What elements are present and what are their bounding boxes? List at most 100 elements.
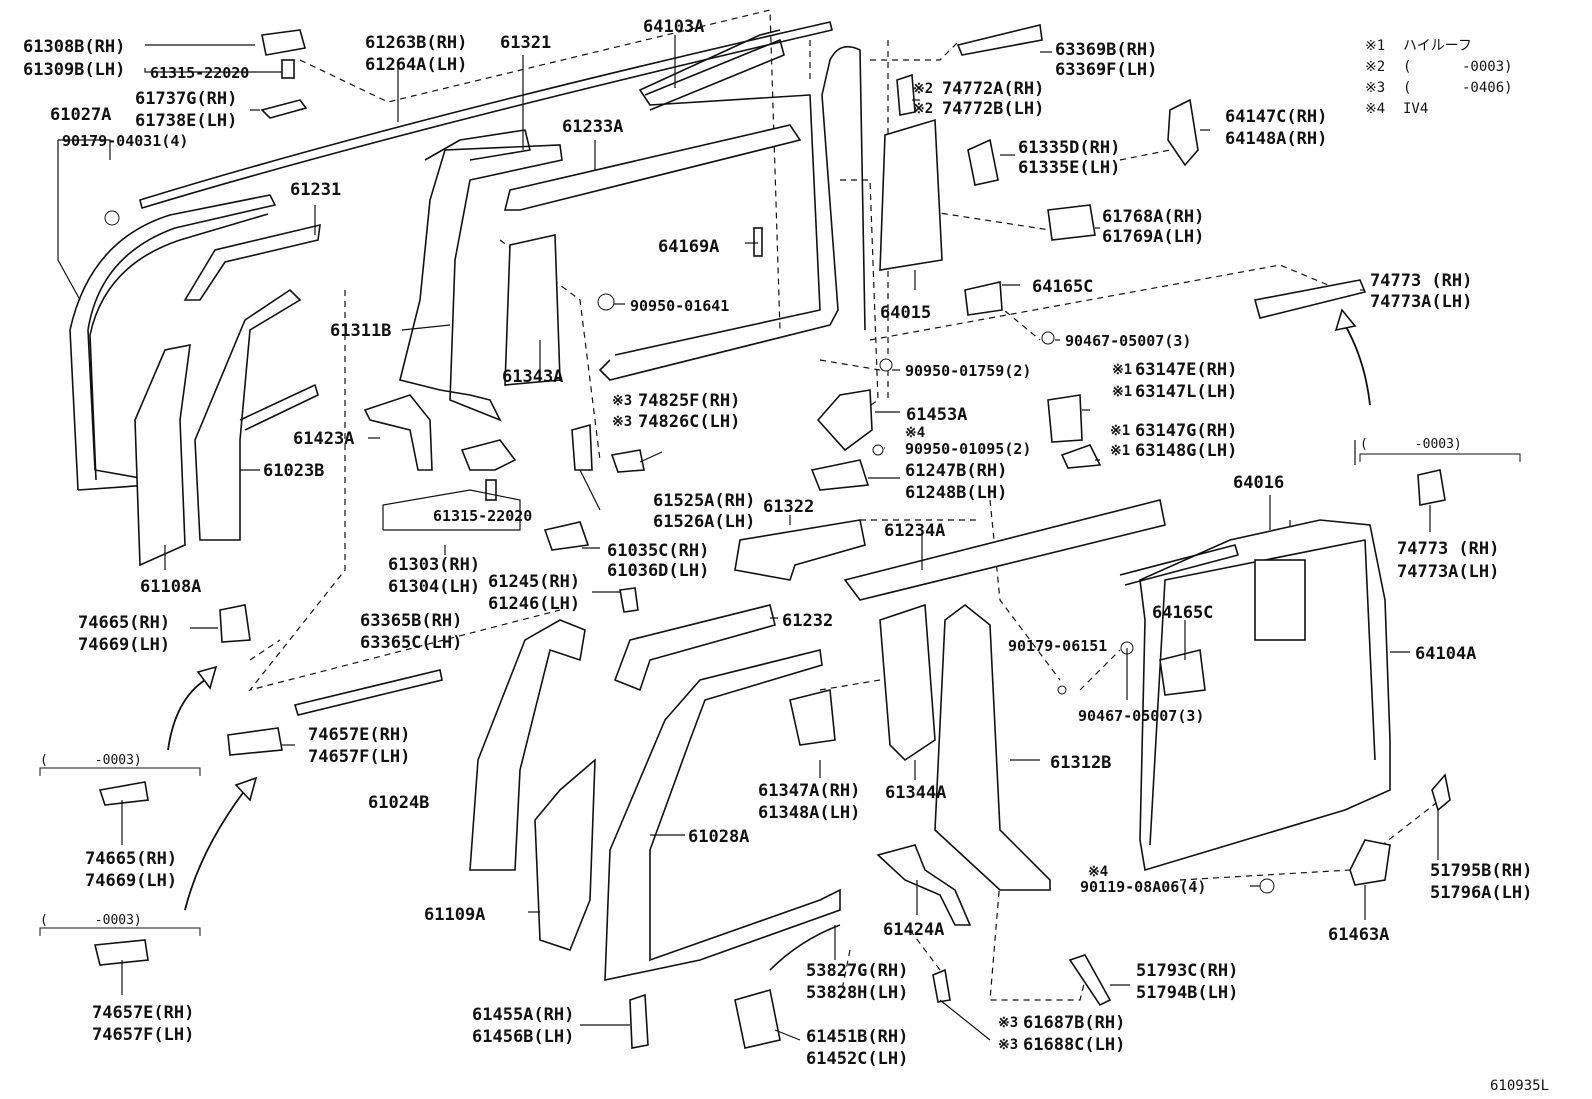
part-61768A bbox=[1047, 204, 1096, 241]
footnote-marker: ※4 bbox=[905, 425, 925, 441]
variant-label: ( -0003) bbox=[40, 913, 142, 928]
part-63147E bbox=[1047, 394, 1083, 443]
variant-bracket-labels: ( -0003) ( -0003) ( -0003) bbox=[40, 437, 1462, 928]
window-64104A bbox=[1254, 559, 1306, 641]
clip-90179-06151 bbox=[1057, 685, 1067, 695]
part-61687B bbox=[932, 968, 951, 1003]
part-label: 90950-01641 bbox=[630, 297, 729, 315]
part-label: 61308B(RH) bbox=[23, 37, 125, 57]
part-61035C bbox=[543, 521, 590, 551]
part-label: 74669(LH) bbox=[78, 635, 170, 655]
part-61423A bbox=[363, 394, 433, 471]
part-61232 bbox=[613, 604, 776, 692]
part-label: 63147G(RH) bbox=[1135, 421, 1237, 441]
part-label: 90467-05007(3) bbox=[1065, 332, 1191, 350]
part-label: 51794B(LH) bbox=[1136, 983, 1238, 1003]
part-label: 63148G(LH) bbox=[1135, 441, 1237, 461]
part-64165C-mid bbox=[1159, 649, 1206, 696]
legend-notes: ※1 ハイルーフ ※2 ( -0003) ※3 ( -0406) ※4 IV4 bbox=[1365, 38, 1513, 117]
part-label: 61321 bbox=[500, 33, 551, 53]
part-label: 51796A(LH) bbox=[1430, 883, 1532, 903]
part-label: 61231 bbox=[290, 180, 341, 200]
footnote-marker: ※2 bbox=[913, 81, 933, 97]
frame-64103A bbox=[599, 45, 866, 381]
part-labels: 61308B(RH) 61309B(LH) 61315-22020 61263B… bbox=[23, 17, 1532, 1069]
note-text: ( -0406) bbox=[1403, 80, 1513, 96]
part-label: 61036D(LH) bbox=[607, 561, 709, 581]
part-label: 64165C bbox=[1032, 277, 1093, 297]
part-label: 74825F(RH) bbox=[638, 391, 740, 411]
part-label: 61456B(LH) bbox=[472, 1027, 574, 1047]
note-mark: ※3 bbox=[1365, 80, 1385, 96]
part-74657E bbox=[227, 727, 283, 756]
part-label: 61264A(LH) bbox=[365, 55, 467, 75]
part-label: 61246(LH) bbox=[488, 594, 580, 614]
part-61322 bbox=[734, 519, 866, 581]
part-label: 63147E(RH) bbox=[1135, 360, 1237, 380]
part-51795B bbox=[1431, 773, 1451, 812]
nut-90950-01095 bbox=[872, 444, 884, 456]
clip-90179-04031 bbox=[104, 210, 120, 226]
part-label: 61109A bbox=[424, 905, 485, 925]
part-61455A bbox=[629, 993, 649, 1049]
part-label: 61312B bbox=[1050, 753, 1111, 773]
part-label: 61424A bbox=[883, 920, 944, 940]
part-label: 90179-04031(4) bbox=[62, 132, 188, 150]
pillar-61343A bbox=[504, 234, 561, 386]
part-label: 61028A bbox=[688, 827, 749, 847]
pillar-61028A bbox=[604, 649, 841, 981]
clip-61315 bbox=[281, 59, 295, 79]
part-label: 61335D(RH) bbox=[1018, 138, 1120, 158]
pillar-61024B bbox=[469, 619, 586, 871]
part-label: 63365B(RH) bbox=[360, 611, 462, 631]
part-label: 90179-06151 bbox=[1008, 637, 1107, 655]
part-label: 53827G(RH) bbox=[806, 961, 908, 981]
rail-61234A bbox=[843, 499, 1166, 601]
part-label: 64148A(RH) bbox=[1225, 129, 1327, 149]
note-text: ( -0003) bbox=[1403, 59, 1513, 75]
part-61303 bbox=[460, 439, 517, 471]
part-label: 61525A(RH) bbox=[653, 491, 755, 511]
pillar-61108A bbox=[134, 343, 191, 567]
part-label: 61108A bbox=[140, 577, 201, 597]
footnote-markers: ※2 ※2 ※1 ※1 ※3 ※3 ※4 ※1 ※1 ※4 ※3 ※3 bbox=[612, 81, 1132, 1053]
part-label: 61232 bbox=[782, 611, 833, 631]
part-61245 bbox=[619, 587, 639, 613]
part-61453A bbox=[816, 389, 873, 452]
footnote-marker: ※1 bbox=[1112, 362, 1132, 378]
part-61525A bbox=[571, 423, 593, 471]
part-label: 64103A bbox=[643, 17, 704, 37]
panel-64015 bbox=[879, 118, 943, 271]
part-label: 61453A bbox=[906, 405, 967, 425]
part-61335D bbox=[967, 138, 999, 186]
part-74772A bbox=[896, 73, 916, 116]
part-label: 61247B(RH) bbox=[905, 461, 1007, 481]
note-text: IV4 bbox=[1403, 101, 1428, 117]
part-label: 61315-22020 bbox=[150, 64, 249, 82]
bracket-61308B bbox=[261, 29, 307, 56]
part-label: 74657E(RH) bbox=[92, 1003, 194, 1023]
part-74665 bbox=[219, 604, 251, 643]
part-label: 61027A bbox=[50, 105, 111, 125]
note-text: ハイルーフ bbox=[1403, 38, 1472, 54]
part-61347A bbox=[789, 688, 836, 746]
part-label: 61248B(LH) bbox=[905, 483, 1007, 503]
footnote-marker: ※1 bbox=[1112, 384, 1132, 400]
part-label: 63369F(LH) bbox=[1055, 60, 1157, 80]
pillar-61312B bbox=[934, 603, 1051, 891]
part-label: 74669(LH) bbox=[85, 871, 177, 891]
part-61247B bbox=[810, 459, 870, 491]
part-label: 61687B(RH) bbox=[1023, 1013, 1125, 1033]
footnote-marker: ※4 bbox=[1088, 864, 1108, 880]
part-61737G bbox=[260, 99, 308, 119]
clip-61315-b bbox=[485, 479, 497, 501]
nut-90950-01759 bbox=[879, 358, 893, 372]
pillar-61109A bbox=[534, 758, 596, 951]
part-label: 61311B bbox=[330, 321, 391, 341]
part-74825F bbox=[610, 449, 645, 473]
part-label: 74665(RH) bbox=[78, 613, 170, 633]
part-label: 90950-01095(2) bbox=[905, 440, 1031, 458]
part-label: 61344A bbox=[885, 783, 946, 803]
part-label: 61348A(LH) bbox=[758, 803, 860, 823]
